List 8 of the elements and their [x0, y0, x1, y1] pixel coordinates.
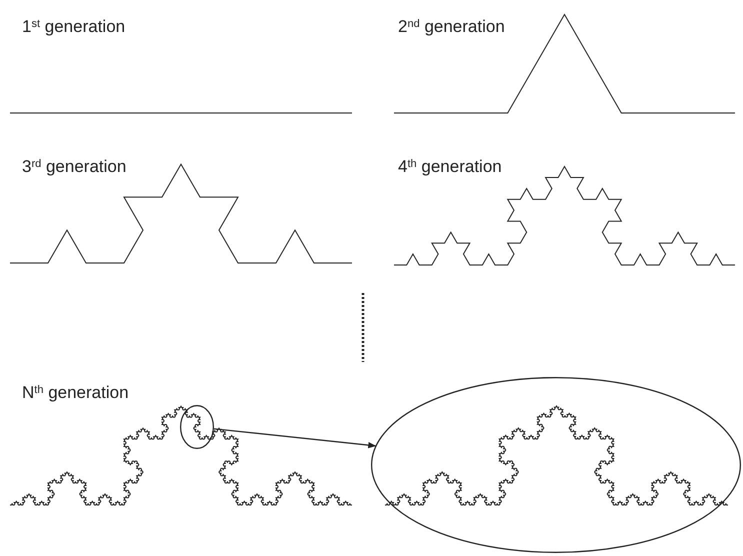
arrow: [214, 428, 376, 448]
generation-label: N$^{th}$ generation: [22, 384, 129, 401]
generation-label: 1$^{st}$ generation: [22, 18, 126, 35]
magnified-view-ellipse: [371, 377, 741, 553]
generation-label: 4$^{th}$ generation: [398, 158, 502, 175]
generation-label: 2$^{nd}$ generation: [398, 18, 505, 35]
selection-ellipse: [180, 405, 214, 449]
generation-label: 3$^{rd}$ generation: [22, 158, 126, 175]
